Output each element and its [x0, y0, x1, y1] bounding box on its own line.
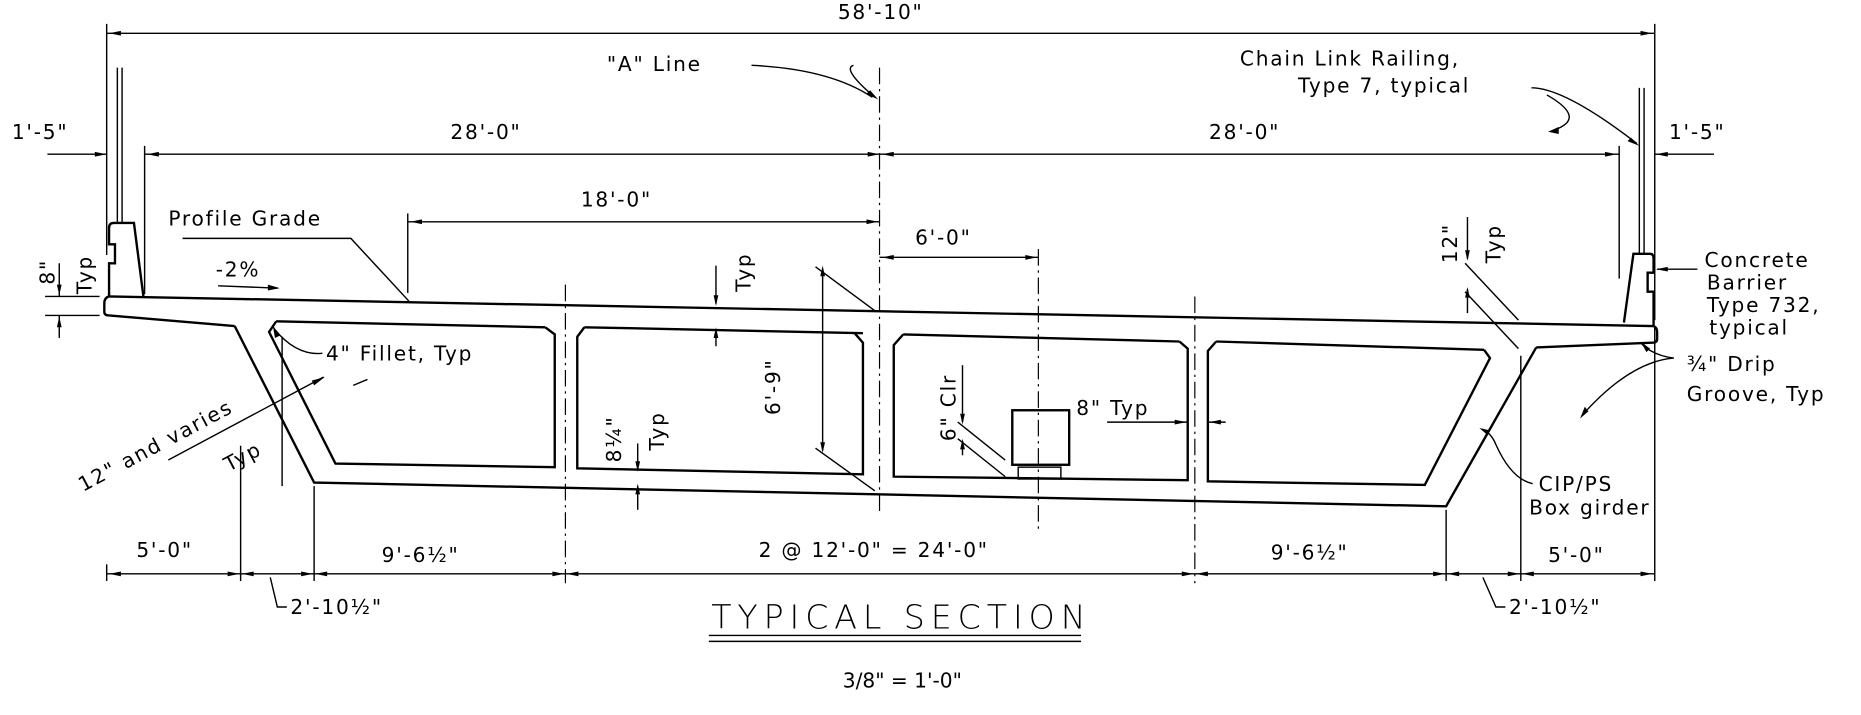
- profile-offset-dimension: 18'-0": [407, 187, 880, 293]
- exterior-web-label: 12" and varies: [74, 395, 237, 497]
- chain-link-railing-callout: Chain Link Railing, Type 7, typical: [1240, 46, 1640, 146]
- profile-grade-label: Profile Grade: [168, 206, 322, 230]
- girder-depth-label: 6'-9": [761, 358, 785, 415]
- bottom-dimension-chain: 5'-0" 9'-6½" 2 @ 12'-0" = 24'-0" 9'-6½" …: [105, 327, 1656, 619]
- barrier-label-line1: Concrete: [1705, 248, 1810, 272]
- girder-offset-label: 6'-0": [915, 225, 972, 249]
- concrete-barrier-callout: Concrete Barrier Type 732, typical: [1655, 248, 1821, 339]
- girder-depth-dimension: 6'-9": [761, 265, 876, 492]
- overall-width-label: 58'-10": [838, 0, 924, 24]
- drip-groove-label-line1: ¾" Drip: [1687, 352, 1777, 376]
- chain-link-label-line2: Type 7, typical: [1297, 74, 1470, 98]
- a-line-label: "A" Line: [607, 52, 702, 76]
- profile-grade-callout: Profile Grade: [168, 206, 410, 302]
- girder-offset-dimension: 6'-0": [879, 225, 1039, 260]
- bearing-clearance-label: 6" Clr: [936, 374, 960, 441]
- exterior-web-top-dimension: 12" Typ: [1438, 217, 1519, 350]
- roadway-dimensions: 1'-5" 28'-0" 28'-0" 1'-5": [12, 120, 1726, 295]
- exterior-web-typ-label: Typ: [219, 437, 266, 477]
- drip-groove-callout: ¾" Drip Groove, Typ: [1580, 341, 1826, 419]
- chain-link-label-line1: Chain Link Railing,: [1240, 46, 1460, 70]
- a-line-centerline: "A" Line: [607, 52, 881, 516]
- deck-thickness-dimension: Typ: [713, 253, 755, 347]
- web-thickness-dimension: 8" Typ: [1076, 396, 1226, 425]
- bottom-slab-dimension: 8¼" Typ: [602, 411, 669, 510]
- bottom-slab-label: 8¼": [602, 415, 626, 462]
- right-bay-label: 9'-6½": [1271, 541, 1349, 565]
- exterior-web-dimension: 12" and varies Typ: [74, 336, 368, 581]
- right-web-offset-label: 2'-10½": [1509, 595, 1601, 619]
- barrier-label-line4: typical: [1709, 315, 1789, 339]
- overhang-edge-typ-label: Typ: [72, 255, 96, 295]
- cross-slope-label: -2%: [216, 257, 261, 281]
- fillet-label: 4" Fillet, Typ: [326, 341, 473, 365]
- left-overhang-label: 5'-0": [136, 538, 193, 562]
- deck-thickness-typ-label: Typ: [731, 253, 755, 293]
- right-barrier-width-label: 1'-5": [1669, 120, 1726, 144]
- fillet-callout: 4" Fillet, Typ: [272, 324, 473, 365]
- center-bays-label: 2 @ 12'-0" = 24'-0": [759, 538, 989, 562]
- exterior-web-top-label: 12": [1438, 223, 1462, 263]
- overhang-edge-dimension: 8" Typ: [36, 255, 100, 338]
- right-roadway-width-label: 28'-0": [1209, 120, 1280, 144]
- cell-1: [267, 320, 556, 469]
- overhang-edge-label: 8": [36, 259, 60, 285]
- bearing-pad: [1011, 409, 1071, 480]
- left-roadway-width-label: 28'-0": [450, 120, 521, 144]
- box-girder-label-line1: CIP/PS: [1539, 472, 1614, 496]
- barrier-label-line3: Type 732,: [1706, 293, 1821, 317]
- bearing-clearance-dimension: 6" Clr: [936, 365, 1006, 478]
- barrier-label-line2: Barrier: [1707, 270, 1788, 294]
- box-girder-label-line2: Box girder: [1529, 496, 1650, 520]
- box-girder-callout: CIP/PS Box girder: [1479, 355, 1650, 581]
- cross-slope-callout: -2%: [216, 257, 280, 291]
- drip-groove-label-line2: Groove, Typ: [1687, 382, 1826, 406]
- right-concrete-barrier: [1622, 87, 1655, 327]
- overall-width-dimension: 58'-10": [105, 0, 1656, 321]
- right-overhang-label: 5'-0": [1548, 543, 1605, 567]
- profile-offset-label: 18'-0": [581, 187, 652, 211]
- left-web-offset-label: 2'-10½": [290, 595, 382, 619]
- drawing-scale: 3/8" = 1'-0": [843, 669, 962, 693]
- cell-2: [576, 326, 865, 476]
- web-thickness-label: 8" Typ: [1076, 396, 1149, 420]
- left-barrier-width-label: 1'-5": [12, 120, 69, 144]
- bottom-slab-typ-label: Typ: [645, 411, 669, 451]
- exterior-web-top-typ-label: Typ: [1482, 224, 1506, 264]
- drawing-title: TYPICAL SECTION: [711, 597, 1091, 636]
- box-girder-section: [103, 295, 1659, 508]
- left-bay-label: 9'-6½": [382, 543, 460, 567]
- drawing-title-block: TYPICAL SECTION 3/8" = 1'-0": [708, 597, 1091, 693]
- cell-4: [1206, 340, 1492, 487]
- left-concrete-barrier: [107, 67, 145, 297]
